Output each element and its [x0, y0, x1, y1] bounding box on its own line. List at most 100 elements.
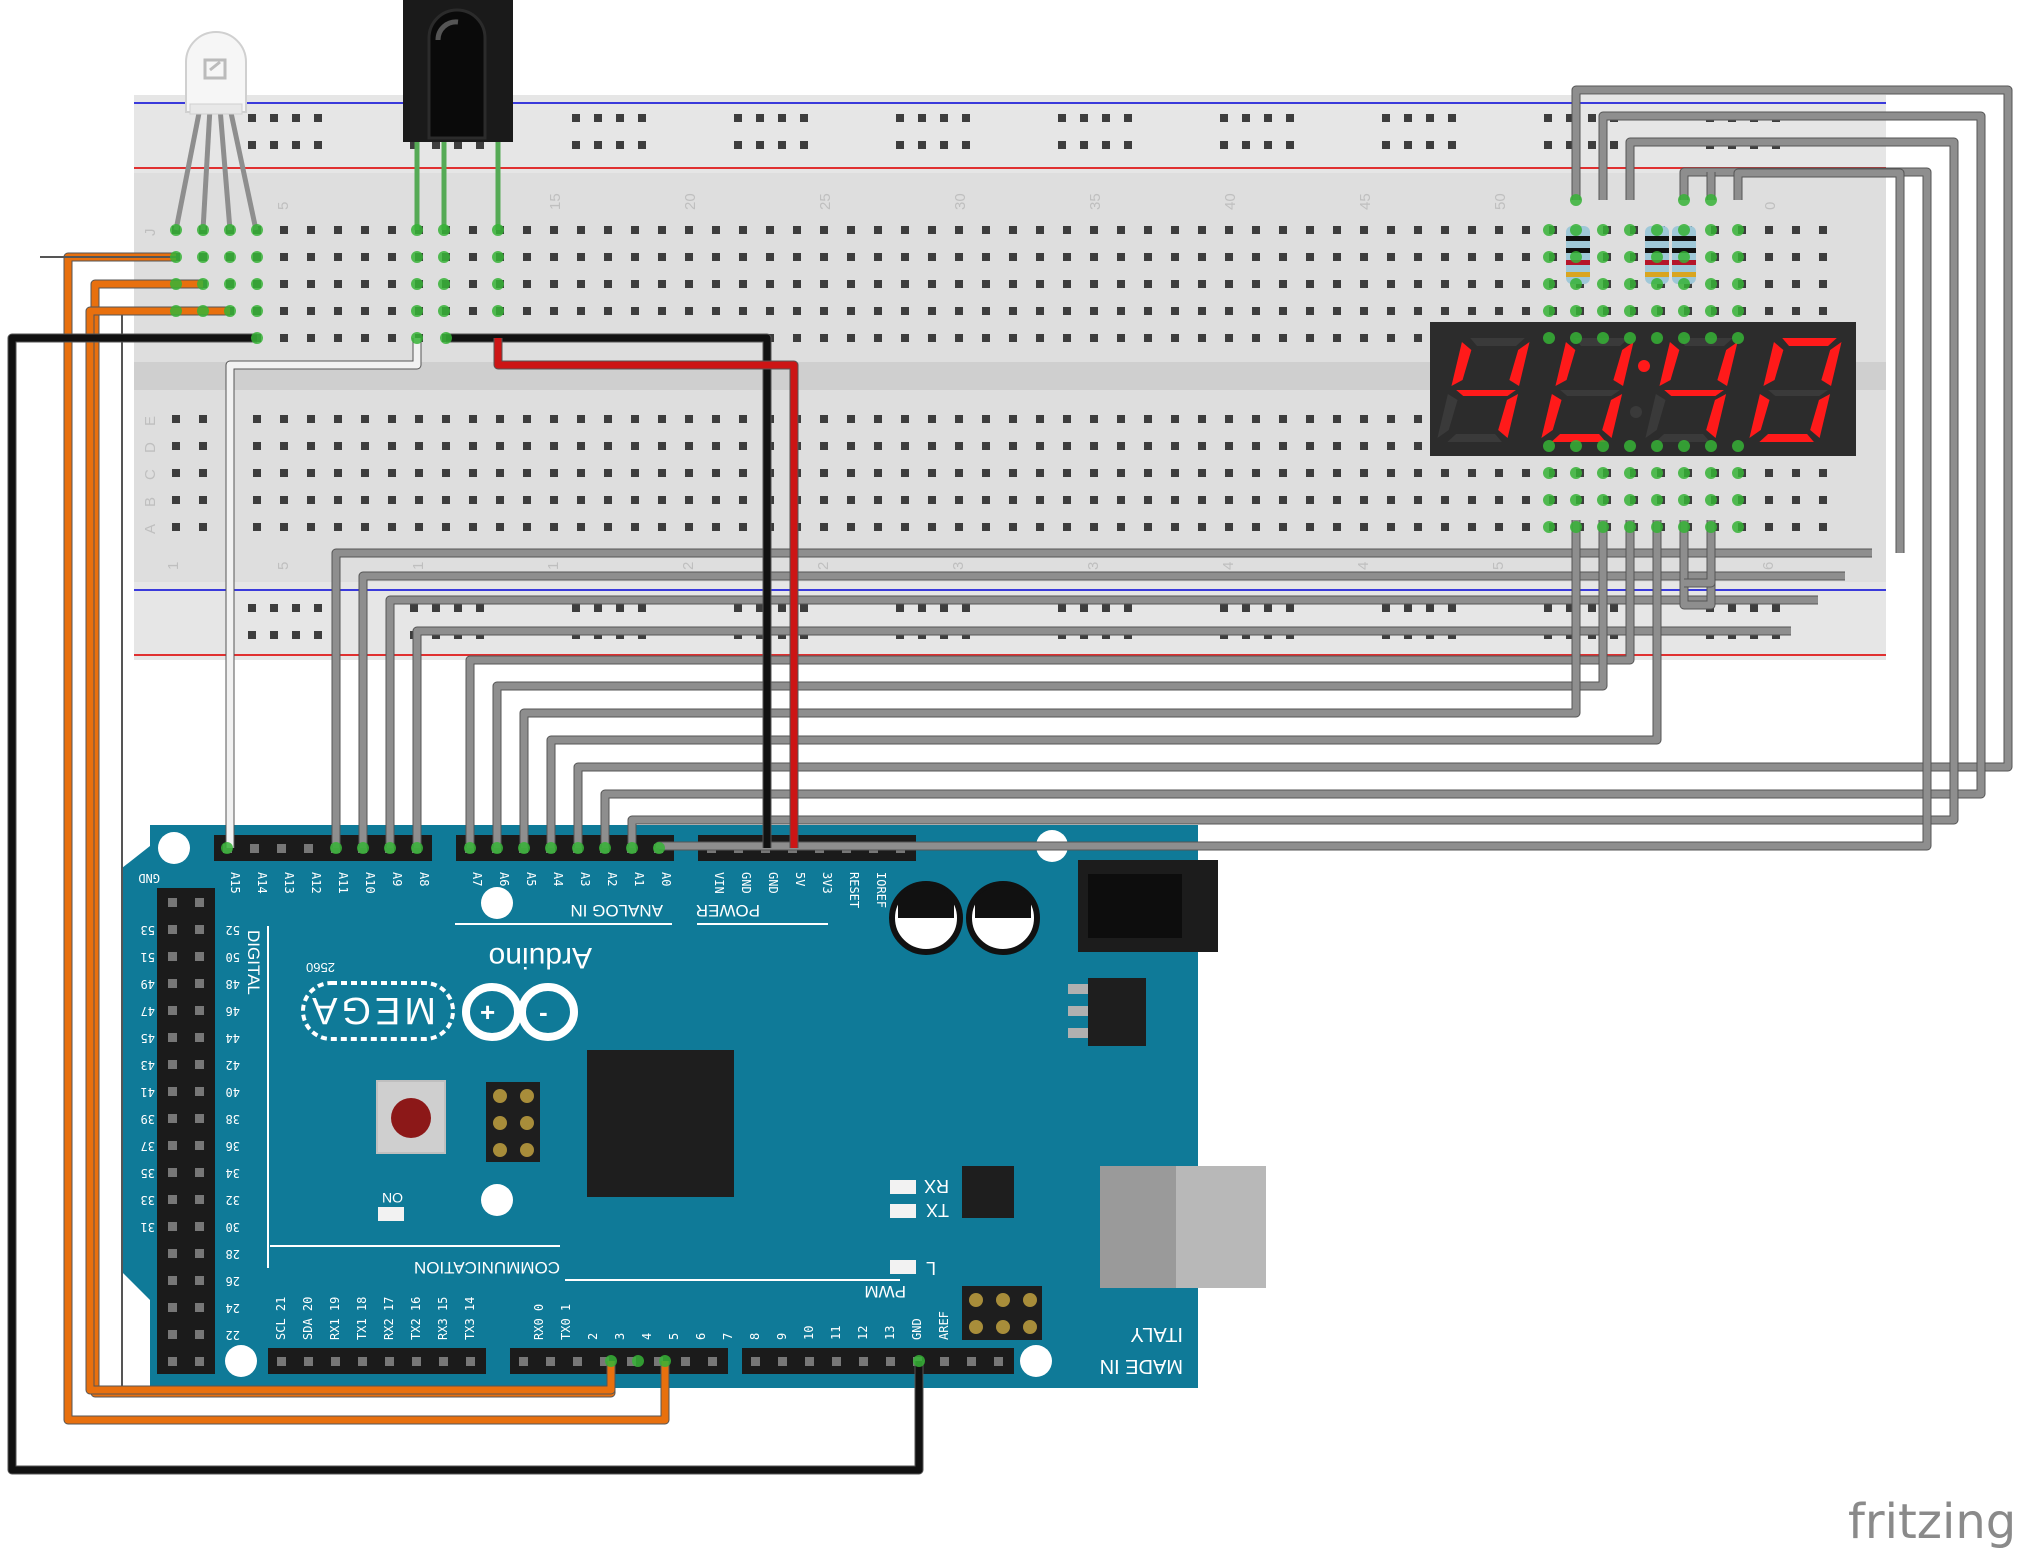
header-pin — [195, 1114, 204, 1123]
breadboard-hole — [314, 631, 322, 639]
breadboard-hole — [1792, 523, 1800, 531]
colon-dot — [1630, 406, 1642, 418]
breadboard-hole — [820, 523, 828, 531]
breadboard-hole — [1225, 523, 1233, 531]
connection-dot — [1570, 224, 1582, 236]
breadboard-hole — [388, 253, 396, 261]
breadboard-hole — [1198, 253, 1206, 261]
connection-dot — [626, 842, 638, 854]
pin-label: 46 — [226, 1004, 240, 1018]
breadboard-hole — [307, 442, 315, 450]
pin-label: A7 — [470, 872, 484, 886]
connection-dot — [1570, 467, 1582, 479]
analog-header-low — [456, 835, 674, 861]
connection-dot — [1570, 305, 1582, 317]
breadboard-hole — [1117, 523, 1125, 531]
breadboard-hole — [1382, 141, 1390, 149]
breadboard-hole — [1124, 114, 1132, 122]
breadboard-hole — [172, 442, 180, 450]
breadboard-hole — [847, 442, 855, 450]
breadboard-hole — [1264, 604, 1272, 612]
header-pin — [385, 1357, 394, 1366]
breadboard-hole — [793, 280, 801, 288]
breadboard-hole — [1036, 226, 1044, 234]
breadboard-hole — [982, 415, 990, 423]
breadboard-hole — [1144, 334, 1152, 342]
header-pin — [168, 952, 177, 961]
breadboard-hole — [1306, 334, 1314, 342]
breadboard-hole — [1360, 496, 1368, 504]
breadboard-hole — [1117, 442, 1125, 450]
display-segment — [1763, 342, 1784, 386]
connection-dot — [1651, 251, 1663, 263]
breadboard-hole — [1468, 280, 1476, 288]
header-pin — [168, 979, 177, 988]
connection-dot — [1732, 332, 1744, 344]
connection-dot — [1597, 224, 1609, 236]
breadboard-hole — [476, 141, 484, 149]
header-pin — [681, 1357, 690, 1366]
connection-dot — [492, 251, 504, 263]
breadboard-hole — [1252, 280, 1260, 288]
breadboard-hole — [577, 469, 585, 477]
breadboard-hole — [1522, 307, 1530, 315]
breadboard-hole — [1468, 307, 1476, 315]
connection-dot — [1543, 494, 1555, 506]
breadboard-hole — [901, 496, 909, 504]
connection-dot — [1570, 494, 1582, 506]
pin-label: 5 — [667, 1333, 681, 1340]
breadboard-hole — [658, 442, 666, 450]
breadboard-hole — [739, 415, 747, 423]
breadboard-hole — [928, 334, 936, 342]
breadboard-hole — [1414, 469, 1422, 477]
breadboard-hole — [1252, 307, 1260, 315]
connection-dot — [251, 305, 263, 317]
breadboard-hole — [1333, 334, 1341, 342]
pin-label: 45 — [141, 1031, 155, 1045]
segment-wire — [547, 520, 1661, 848]
breadboard-hole — [658, 469, 666, 477]
breadboard-hole — [594, 114, 602, 122]
column-number: 1 — [545, 562, 562, 570]
breadboard-hole — [334, 307, 342, 315]
breadboard-hole — [572, 114, 580, 122]
display-segments — [1437, 338, 1842, 442]
breadboard-hole — [523, 496, 531, 504]
on-label: ON — [382, 1190, 403, 1206]
pin-label: 10 — [802, 1326, 816, 1340]
ground-wire — [8, 334, 923, 1474]
breadboard-hole — [1468, 253, 1476, 261]
pin-label: A1 — [632, 872, 646, 886]
breadboard-hole — [955, 496, 963, 504]
breadboard-hole — [739, 523, 747, 531]
breadboard-hole — [962, 141, 970, 149]
header-pin — [168, 1276, 177, 1285]
pin-label: SDA 20 — [301, 1297, 315, 1340]
breadboard-hole — [631, 415, 639, 423]
connection-dot — [1705, 332, 1717, 344]
connection-dot — [1543, 332, 1555, 344]
breadboard-hole — [874, 226, 882, 234]
breadboard-hole — [1522, 523, 1530, 531]
breadboard-hole — [616, 114, 624, 122]
breadboard-hole — [1220, 141, 1228, 149]
reset-button[interactable] — [391, 1098, 431, 1138]
breadboard-hole — [1468, 523, 1476, 531]
breadboard-hole — [1306, 253, 1314, 261]
breadboard-hole — [604, 469, 612, 477]
connection-dot — [1678, 278, 1690, 290]
connection-dot — [1597, 467, 1609, 479]
breadboard-hole — [756, 141, 764, 149]
display-segment — [1821, 342, 1842, 386]
breadboard-hole — [469, 253, 477, 261]
display-segment — [1782, 338, 1837, 346]
breadboard-hole — [1279, 415, 1287, 423]
breadboard-hole — [1404, 141, 1412, 149]
icsp-pin — [520, 1116, 534, 1130]
connection-dot — [411, 251, 423, 263]
pin-label: 43 — [141, 1058, 155, 1072]
connection-dot — [1678, 494, 1690, 506]
breadboard-hole — [955, 442, 963, 450]
row-letter: E — [142, 416, 159, 426]
